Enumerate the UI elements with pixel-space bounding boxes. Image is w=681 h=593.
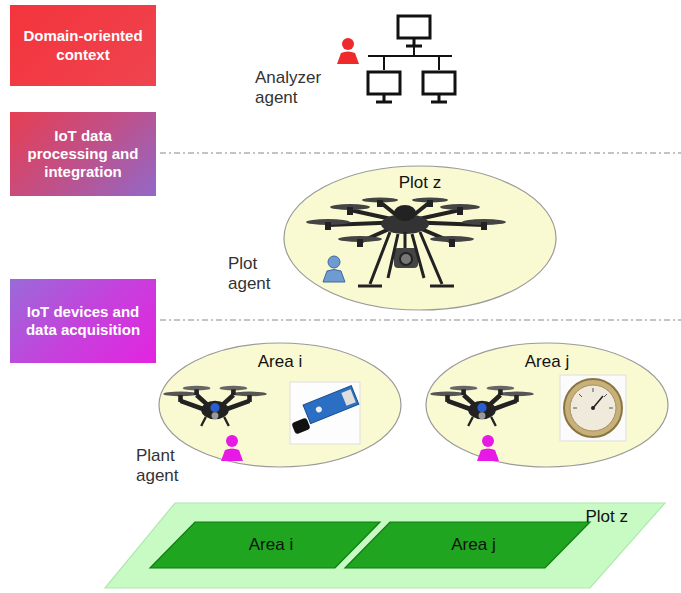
shape-fill — [105, 503, 665, 588]
layer-box: IoT devices and data acquisition — [10, 279, 156, 363]
layer-title: Domain-oriented context — [16, 27, 150, 64]
plot-agent-icon — [323, 256, 345, 282]
region-label: Area j — [525, 352, 569, 373]
ir-sensor-module — [290, 382, 360, 444]
quadcopter-drone — [163, 386, 267, 426]
field-area: Area i — [150, 522, 380, 568]
region-label: Area i — [249, 535, 293, 556]
shape-fill — [345, 522, 590, 568]
agent-label: Plant agent — [136, 446, 188, 485]
barometer — [560, 375, 626, 441]
plant-agent-icon — [221, 435, 243, 461]
shape-fill — [284, 166, 556, 310]
shape-fill — [426, 343, 668, 467]
analyzer-agent-icon — [337, 38, 359, 64]
layer-divider — [160, 320, 681, 321]
layer-title: IoT data processing and integration — [16, 127, 150, 182]
plant-agent-icon — [477, 435, 499, 461]
plot-region: Plot z — [283, 165, 557, 311]
field-area: Area j — [345, 522, 590, 568]
layer-box: Domain-oriented context — [10, 5, 156, 86]
octocopter-drone — [306, 198, 506, 287]
region-label: Area i — [258, 352, 302, 373]
agent-label: Plot agent — [228, 254, 284, 293]
layer-title: IoT devices and data acquisition — [16, 303, 150, 340]
layer-divider — [160, 153, 681, 154]
region-label: Plot z — [399, 173, 442, 194]
region-label: Area j — [451, 535, 495, 556]
layer-box: IoT data processing and integration — [10, 112, 156, 196]
computer-network — [368, 16, 455, 102]
agent-label: Analyzer agent — [255, 68, 333, 107]
shape-fill — [150, 522, 380, 568]
shape-fill — [159, 343, 401, 467]
quadcopter-drone — [430, 386, 534, 426]
region-label: Plot z — [585, 507, 628, 528]
field-plot: Plot z Area i Area j — [105, 503, 665, 588]
